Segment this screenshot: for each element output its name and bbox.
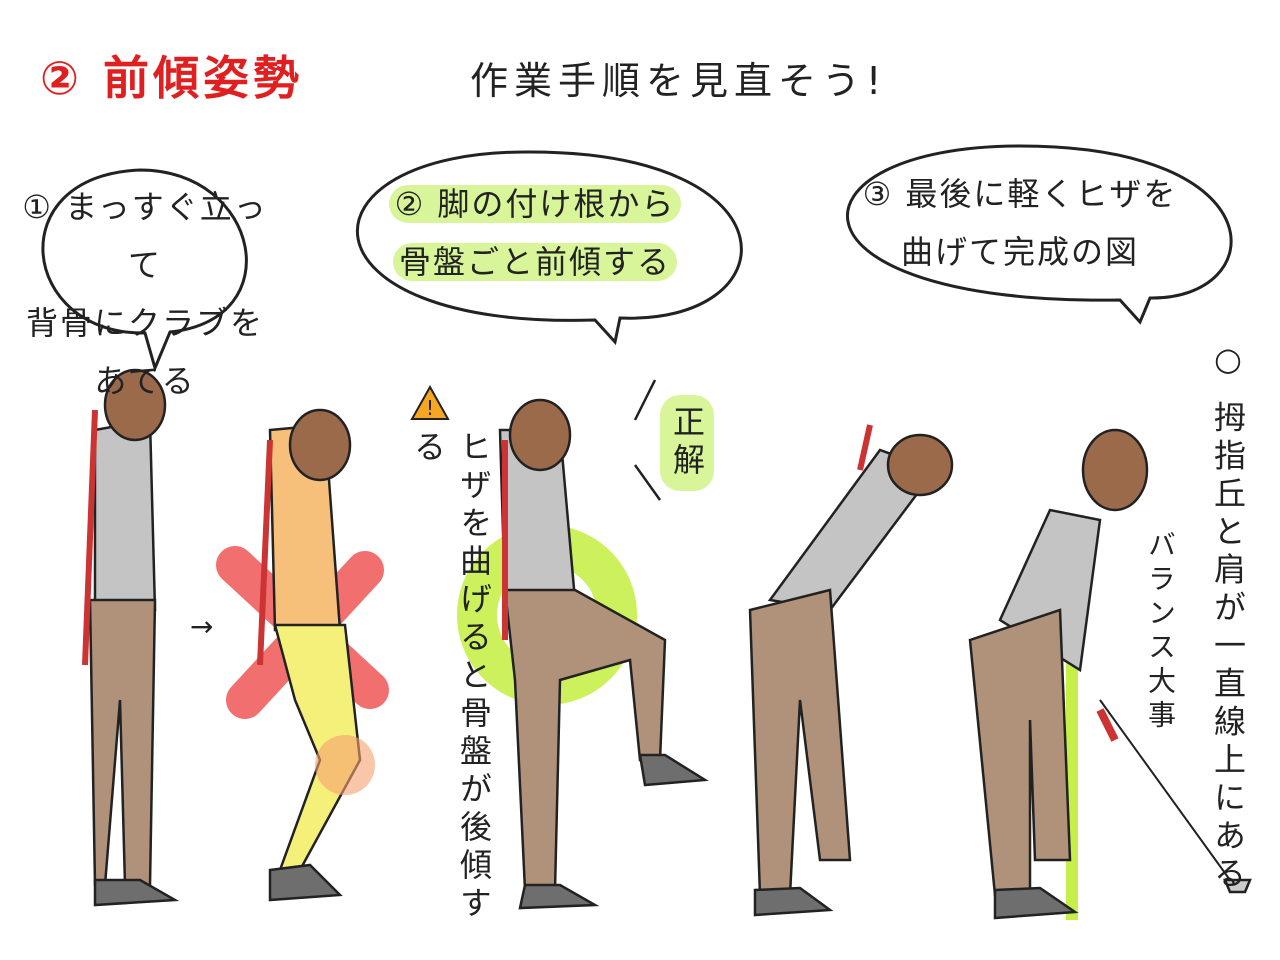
- speech-bubble-3: [845, 144, 1233, 325]
- warning-text: ヒザを曲げると骨盤が後傾する: [409, 430, 493, 924]
- step-1-text: ① まっすぐ立って 背骨にクラブを あてる: [20, 178, 270, 410]
- page-subtitle: 作業手順を見直そう!: [470, 59, 888, 103]
- alignment-note: ○ 拇指丘と肩が一直線上にある: [1209, 340, 1247, 895]
- figure-address-pose: [968, 428, 1252, 920]
- step-2-text: ② 脚の付け根から 骨盤ごと前傾する: [320, 175, 750, 291]
- arrow-icon: →: [190, 610, 213, 643]
- balance-label: バランス大事: [1144, 530, 1177, 734]
- step-1-line: あてる: [94, 362, 196, 400]
- page-title: ② 前傾姿勢: [40, 51, 303, 105]
- figure-standing: [82, 368, 180, 907]
- step-2-line: 骨盤ごと前傾する: [392, 243, 677, 281]
- step-1-line: ① まっすぐ立って: [22, 188, 268, 284]
- step-1-line: 背骨にクラブを: [25, 304, 264, 342]
- step-3-line: 曲げて完成の図: [900, 233, 1139, 271]
- figure-bent-forward: [748, 424, 954, 917]
- speech-bubble-1: [41, 168, 248, 373]
- step-3-text: ③ 最後に軽くヒザを 曲げて完成の図: [810, 165, 1230, 281]
- step-2-line: ② 脚の付け根から: [388, 185, 682, 223]
- step-3-line: ③ 最後に軽くヒザを: [862, 175, 1178, 213]
- figure-wrong-knees: [257, 408, 375, 902]
- figure-knee-up: [498, 379, 709, 910]
- warning-triangle-icon: !: [410, 385, 450, 421]
- svg-text:!: !: [426, 396, 434, 420]
- correct-label: 正解: [660, 395, 714, 491]
